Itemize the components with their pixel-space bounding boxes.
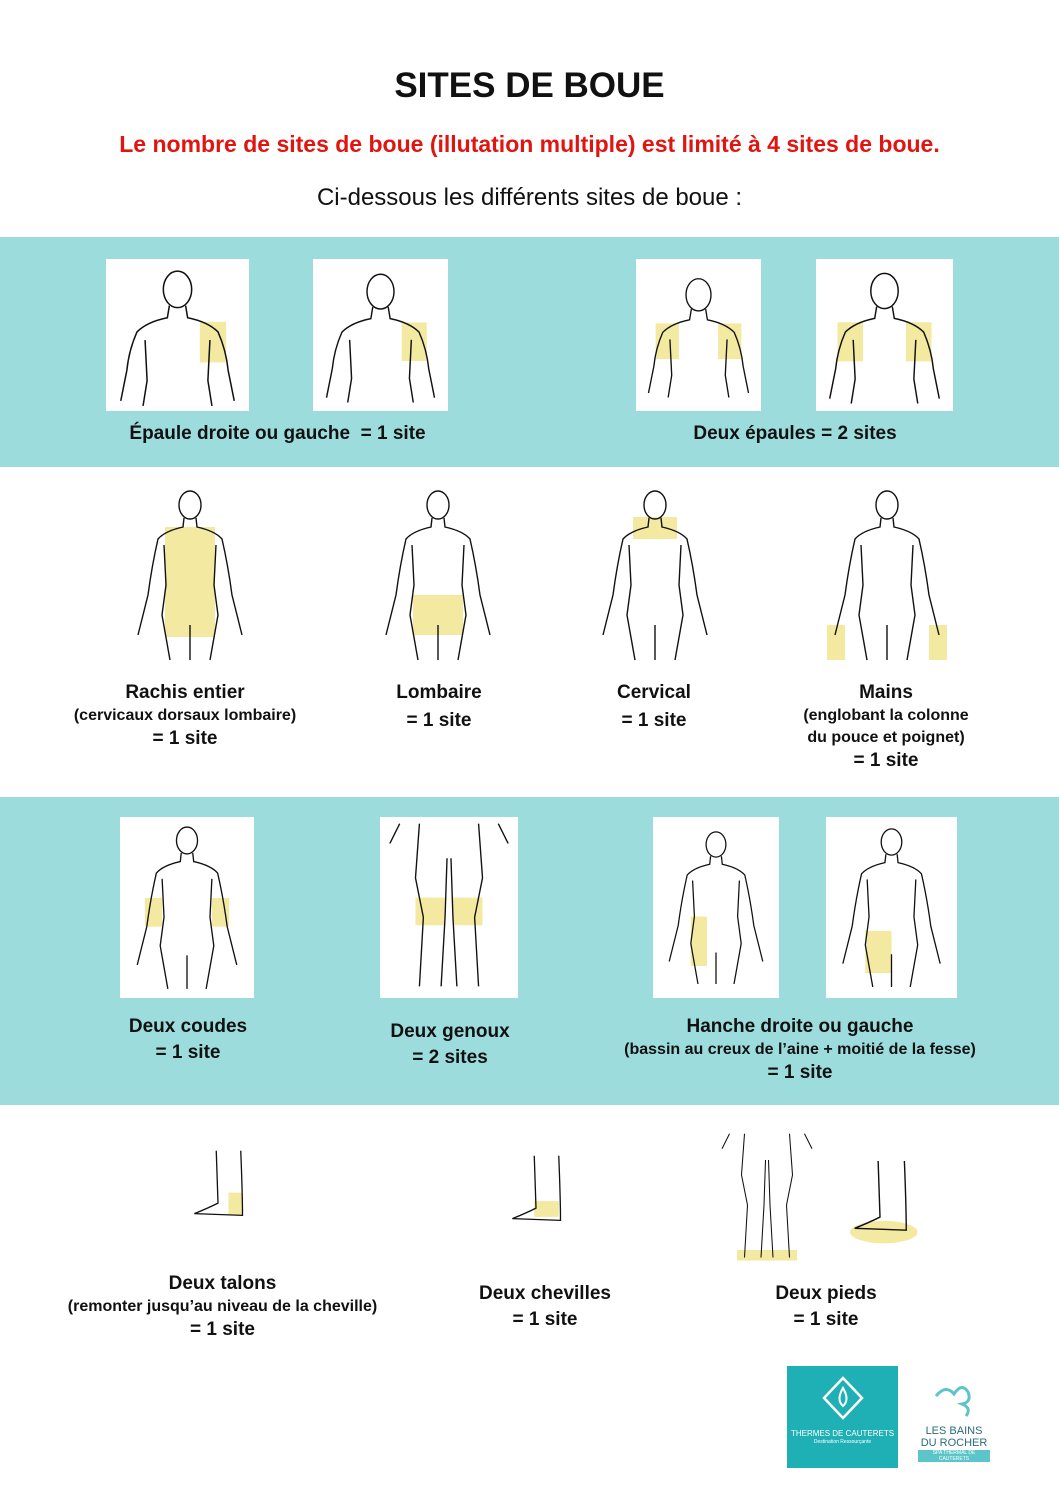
shoulder-back-figure xyxy=(313,259,448,411)
subtitle: Ci-dessous les différents sites de boue … xyxy=(316,184,743,211)
label-lumbar: Lombaire= 1 site xyxy=(396,682,482,731)
hands-figure xyxy=(817,485,957,665)
label-spine: Rachis entier(cervicaux dorsaux lombaire… xyxy=(73,682,297,749)
thermes-cauterets-logo: THERMES DE CAUTERETS Destination Ressour… xyxy=(787,1366,898,1468)
two-shoulders-front-figure xyxy=(636,259,761,411)
drop-diamond-icon xyxy=(821,1376,864,1420)
warning-text: Le nombre de sites de boue (illutation m… xyxy=(119,131,940,157)
elbows-figure xyxy=(120,817,254,998)
label-heels: Deux talons(remonter jusqu’au niveau de … xyxy=(67,1273,378,1340)
page-title: SITES DE BOUE xyxy=(394,66,665,105)
label-ankles: Deux chevilles= 1 site xyxy=(478,1283,612,1330)
hip-front-figure xyxy=(653,817,779,998)
spine-figure xyxy=(120,485,260,665)
feet-legs-figure xyxy=(712,1130,822,1265)
bains-du-rocher-logo: LES BAINS DU ROCHER SPA THERMAL DE CAUTE… xyxy=(912,1380,996,1463)
label-elbows: Deux coudes= 1 site xyxy=(128,1016,248,1063)
shoulder-front-figure xyxy=(106,259,249,411)
label-shoulder: Épaule droite ou gauche = 1 site xyxy=(129,423,426,444)
label-feet: Deux pieds= 1 site xyxy=(775,1283,877,1330)
foot-sole-figure xyxy=(850,1158,925,1248)
heel-figure xyxy=(190,1150,260,1230)
cervical-figure xyxy=(585,485,725,665)
lumbar-figure xyxy=(368,485,508,665)
label-hip: Hanche droite ou gauche(bassin au creux … xyxy=(624,1016,976,1083)
hip-back-figure xyxy=(826,817,957,998)
wave-b-icon xyxy=(934,1386,971,1417)
knees-figure xyxy=(380,817,518,998)
label-knees: Deux genoux= 2 sites xyxy=(390,1021,510,1068)
ankle-figure xyxy=(508,1155,578,1235)
label-cervical: Cervical= 1 site xyxy=(617,682,691,731)
two-shoulders-back-figure xyxy=(816,259,953,411)
label-two-shoulders: Deux épaules = 2 sites xyxy=(693,423,897,444)
